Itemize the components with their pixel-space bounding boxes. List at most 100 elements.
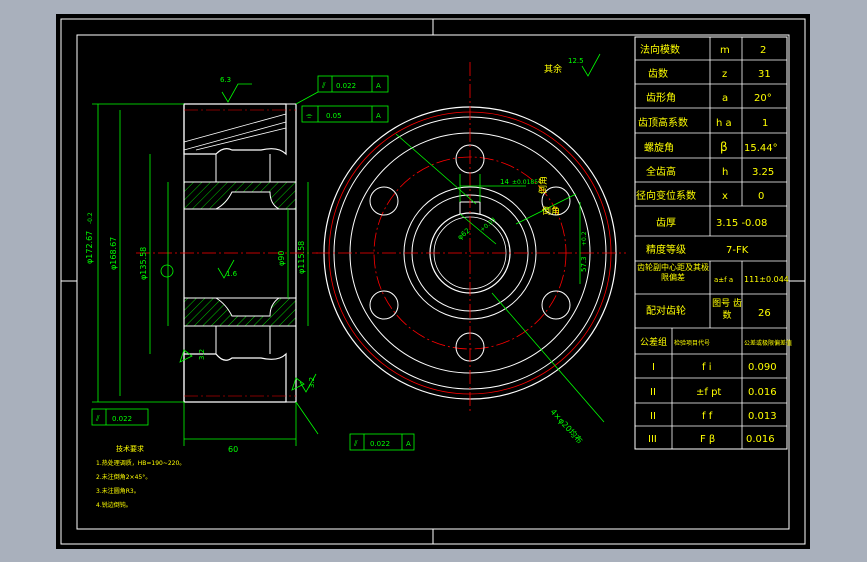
svg-text:II: II <box>650 411 656 422</box>
roughness-side: 1.6 <box>226 270 238 278</box>
tol-bottom-left: 0.022 <box>112 415 132 423</box>
svg-text:20°: 20° <box>754 93 772 104</box>
hole-right-bottom <box>541 290 571 320</box>
helix-line-3 <box>195 127 287 151</box>
svg-text:0: 0 <box>758 191 764 202</box>
hole-right-top <box>541 186 571 216</box>
svg-text:⌯: ⌯ <box>306 111 313 120</box>
svg-text:h: h <box>722 167 728 178</box>
roughness-top: 6.3 <box>220 76 231 84</box>
svg-text:111±0.044: 111±0.044 <box>744 275 789 284</box>
svg-text:齿数: 齿数 <box>648 67 668 80</box>
tol-top2-ref: A <box>376 112 381 120</box>
svg-text:7-FK: 7-FK <box>726 245 749 256</box>
note-4: 4.锐边倒钝。 <box>96 501 132 509</box>
svg-text:15.44°: 15.44° <box>744 143 778 154</box>
note-1: 1.热处理调质，HB=190~220。 <box>96 459 185 467</box>
dim-root-dia: φ168.67 <box>109 237 118 270</box>
svg-text:3.15 -0.08: 3.15 -0.08 <box>716 218 767 229</box>
roughness-bore: 3.2 <box>198 349 206 360</box>
svg-text:31: 31 <box>758 69 771 80</box>
roughness-rest-label: 其余 <box>544 63 562 75</box>
svg-text:2: 2 <box>760 45 766 56</box>
section-view <box>92 103 319 446</box>
holes-note: 4×φ20均布 <box>549 407 585 446</box>
gear-parameter-table <box>634 36 788 450</box>
svg-text:检验项目代号: 检验项目代号 <box>674 339 710 347</box>
svg-text:公差或极限偏差值: 公差或极限偏差值 <box>744 339 792 347</box>
notes-title: 技术要求 <box>116 444 144 453</box>
svg-text:26: 26 <box>758 308 771 319</box>
svg-text:h a: h a <box>716 118 732 129</box>
rim-lower <box>183 352 287 403</box>
technical-notes: 技术要求 1.热处理调质，HB=190~220。 2.未注倒角2×45°。 3.… <box>96 444 185 509</box>
svg-text:II: II <box>650 387 656 398</box>
roughness-symbols <box>179 53 601 393</box>
tol-bottom-right-ref: A <box>406 440 411 448</box>
svg-text:配对齿轮: 配对齿轮 <box>646 304 686 317</box>
svg-text:齿厚: 齿厚 <box>656 217 676 229</box>
hatch-upper <box>183 181 297 210</box>
tol-top1: 0.022 <box>336 82 356 90</box>
dim-outer-dia: φ172.67 <box>85 231 94 264</box>
roughness-edge: 3.2 <box>308 377 316 388</box>
front-view <box>316 62 626 423</box>
svg-text:m: m <box>720 45 730 56</box>
chamfer-label-2: 倒角 <box>542 205 560 217</box>
dim-keyway-w: 14 <box>500 178 509 186</box>
dim-hub-dia: φ135.58 <box>139 247 148 280</box>
hole-left-top <box>369 186 399 216</box>
svg-text:螺旋角: 螺旋角 <box>644 141 674 154</box>
svg-text:0.090: 0.090 <box>748 362 777 373</box>
rim-upper <box>183 103 287 156</box>
dim-keyway-tol: ±0.0185 <box>512 179 538 186</box>
svg-text:1: 1 <box>762 118 768 129</box>
drawing-canvas: φ172.67 -0.2 φ168.67 φ135.58 φ115.58 φ90… <box>60 18 806 545</box>
svg-text:β: β <box>720 140 728 154</box>
svg-text:法向模数: 法向模数 <box>640 43 680 56</box>
svg-text:公差组: 公差组 <box>640 336 667 348</box>
svg-text:F β: F β <box>700 434 715 445</box>
tol-top1-ref: A <box>376 82 381 90</box>
svg-text:全齿高: 全齿高 <box>646 165 676 178</box>
svg-text:齿形角: 齿形角 <box>646 92 676 104</box>
dim-hub2-dia: φ90 <box>277 251 286 266</box>
svg-text:径向变位系数: 径向变位系数 <box>636 189 696 202</box>
cad-viewport[interactable]: φ172.67 -0.2 φ168.67 φ135.58 φ115.58 φ90… <box>56 14 810 549</box>
dim-bore-dia-front: φ62 <box>456 227 472 242</box>
svg-text:a: a <box>722 93 728 104</box>
svg-text:f f: f f <box>702 411 713 422</box>
note-3: 3.未注圆角R3。 <box>96 487 140 495</box>
note-2: 2.未注倒角2×45°。 <box>96 473 151 481</box>
svg-text:⫽: ⫽ <box>353 439 358 448</box>
chamfer-label-1: 倒角 <box>537 176 549 194</box>
svg-text:0.016: 0.016 <box>748 387 777 398</box>
tol-bottom-right: 0.022 <box>370 440 390 448</box>
hatch-lower <box>183 297 297 327</box>
dim-outer-tol: -0.2 <box>87 212 94 224</box>
svg-text:a±f a: a±f a <box>714 276 733 284</box>
dim-bore-dia: φ115.58 <box>297 241 306 274</box>
tolerance-frames <box>91 75 415 451</box>
table-texts: 法向模数 m 2 齿数 z 31 齿形角 a 20° 齿顶高系数 h a 1 螺… <box>636 43 792 445</box>
dim-width: 60 <box>228 445 238 454</box>
svg-text:x: x <box>722 191 728 202</box>
table-border <box>634 36 788 450</box>
svg-text:3.25: 3.25 <box>752 167 774 178</box>
datum-marker <box>160 264 174 278</box>
dim-keyway-depth-tol: +0.2 <box>581 231 588 246</box>
svg-text:⫽: ⫽ <box>321 81 326 90</box>
helix-line-2 <box>183 121 287 151</box>
svg-text:z: z <box>722 69 727 80</box>
svg-text:0.013: 0.013 <box>748 411 777 422</box>
helix-line-1 <box>183 113 287 143</box>
roughness-rest: 12.5 <box>568 57 584 65</box>
svg-text:I: I <box>652 362 655 373</box>
tol-top2: 0.05 <box>326 112 342 120</box>
bore-section <box>183 208 297 299</box>
svg-text:精度等级: 精度等级 <box>646 243 686 256</box>
hole-left-bottom <box>369 290 399 320</box>
svg-text:±f pt: ±f pt <box>696 387 721 398</box>
svg-text:III: III <box>648 434 657 445</box>
svg-text:0.016: 0.016 <box>746 434 775 445</box>
